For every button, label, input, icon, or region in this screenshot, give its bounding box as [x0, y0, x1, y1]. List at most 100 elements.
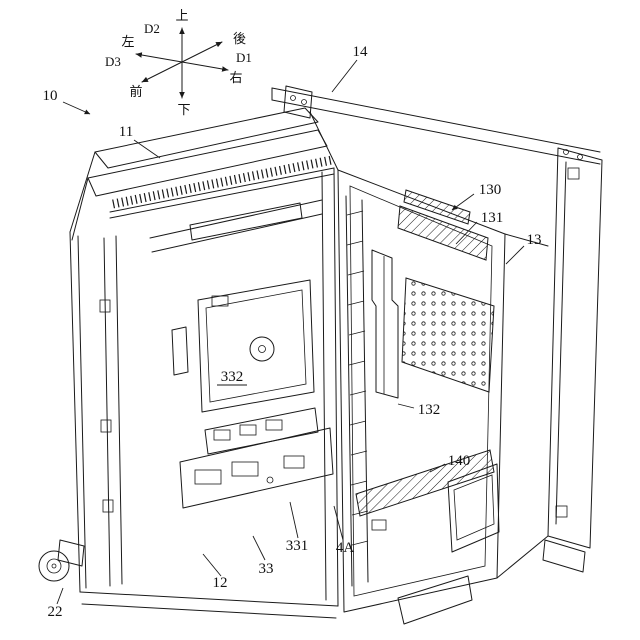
vent-comb-row: [112, 155, 333, 209]
compass-arrow-right: [181, 61, 229, 72]
leader-131: [455, 221, 478, 245]
leader-14: [331, 59, 358, 93]
compass-label-d2: D2: [144, 21, 160, 36]
cover-to-rear-bottom-link: [496, 535, 549, 579]
hatched-strip-140: [355, 449, 495, 517]
leader-130: [451, 193, 475, 211]
body-right-edge-inner: [321, 171, 327, 601]
caster-axle: [51, 563, 57, 569]
pillar-slot: [100, 419, 112, 433]
body-bottom-edge-2: [81, 603, 337, 619]
left-bracket: [171, 326, 189, 376]
connector: [265, 419, 283, 431]
leader-10: [62, 101, 91, 115]
bolt-hole: [290, 95, 296, 101]
rear-rail-top-line: [271, 87, 601, 153]
rear-foot-bracket: [542, 539, 586, 573]
leader-11: [133, 139, 161, 159]
lower-right-panel-inner: [453, 474, 495, 541]
lower-unit-module: [231, 461, 259, 477]
perforated-panel: [401, 277, 495, 393]
rear-tall-panel: [547, 147, 603, 549]
ref-label-132: 132: [418, 402, 441, 418]
top-cover: [69, 107, 335, 241]
leader-33: [252, 535, 266, 561]
rear-panel-inner-line: [555, 161, 567, 525]
ref-label-4A: 4A: [336, 540, 355, 556]
board-outline: [197, 279, 315, 413]
lower-unit-module: [194, 469, 222, 485]
ref-label-13: 13: [527, 232, 542, 248]
compass-label-left: 左: [121, 35, 134, 50]
leader-13: [505, 245, 525, 265]
upper-bracket-130: [403, 189, 471, 225]
body-left-edge: [69, 231, 81, 593]
rear-panel-cutout-bottom: [555, 505, 568, 518]
ref-label-331: 331: [286, 538, 309, 554]
ref-label-10: 10: [43, 88, 58, 104]
upper-unit-block: [189, 202, 303, 241]
ref-label-22: 22: [48, 604, 63, 620]
leader-331: [289, 501, 299, 539]
leader-12: [202, 553, 222, 577]
compass-arrow-front: [141, 61, 183, 83]
compass-label-up: 上: [175, 9, 188, 24]
leader-22: [56, 587, 64, 605]
compass-label-d3: D3: [105, 54, 121, 69]
top-cover-left-slope: [69, 151, 96, 233]
body-bottom-edge: [79, 591, 339, 607]
caster-wheel-outer: [38, 550, 70, 582]
open-cover: [337, 169, 506, 625]
ref-label-11: 11: [119, 124, 133, 140]
ref-label-332: 332: [221, 369, 244, 385]
top-cover-left-slope-2: [71, 177, 89, 241]
small-latch: [371, 519, 387, 531]
handle-bracket-131: [397, 205, 489, 261]
apparatus: [38, 85, 603, 625]
pillar-slot: [102, 499, 114, 513]
body-left-pillar: [103, 237, 111, 587]
caster-bracket: [57, 539, 85, 567]
screw: [266, 476, 274, 484]
chassis-top-line-2: [151, 213, 323, 253]
compass-label-back: 後: [233, 32, 246, 47]
bolt-hole: [563, 149, 569, 155]
rail-left-bracket: [283, 85, 313, 119]
chassis-top-line: [149, 199, 323, 239]
leader-132: [397, 403, 415, 409]
rear-panel-cutout-top: [567, 167, 580, 180]
leader-140: [429, 463, 446, 473]
rear-rail-bottom-line: [271, 99, 601, 165]
ref-label-14: 14: [353, 44, 369, 60]
hinge-rungs: [346, 210, 369, 546]
compass-arrow-left: [135, 52, 183, 63]
caster-wheel-inner: [46, 558, 62, 574]
main-body: [69, 167, 339, 619]
direction-compass: 上 下 後 前 右 左 D1 D2 D3: [105, 9, 252, 118]
lower-right-panel: [447, 463, 500, 553]
bolt-hole: [301, 99, 307, 105]
board-chip: [211, 295, 229, 307]
body-left-pillar-2: [115, 235, 123, 585]
hinge-rail-left: [345, 195, 353, 587]
compass-label-right: 右: [229, 71, 242, 86]
compass-arrow-back: [181, 41, 223, 63]
connector-band: [204, 407, 319, 455]
duct-132: [371, 249, 399, 399]
body-left-edge-inner: [77, 235, 87, 589]
reference-labels: 10 11 14 130 131 13 132 140 332 331 4A 3…: [43, 44, 542, 620]
top-cover-slat-2: [87, 129, 328, 197]
comb-base-line-2: [109, 173, 335, 219]
cover-to-rear-top-link: [504, 233, 549, 247]
lower-unit-module: [283, 455, 305, 469]
top-cover-slat-1: [94, 107, 319, 169]
connector: [239, 424, 257, 436]
connector: [213, 429, 231, 441]
rear-frame: [271, 85, 603, 579]
ref-label-12: 12: [213, 575, 228, 591]
body-right-edge: [333, 167, 339, 607]
compass-label-front: 前: [129, 84, 142, 100]
ref-label-130: 130: [479, 182, 502, 198]
